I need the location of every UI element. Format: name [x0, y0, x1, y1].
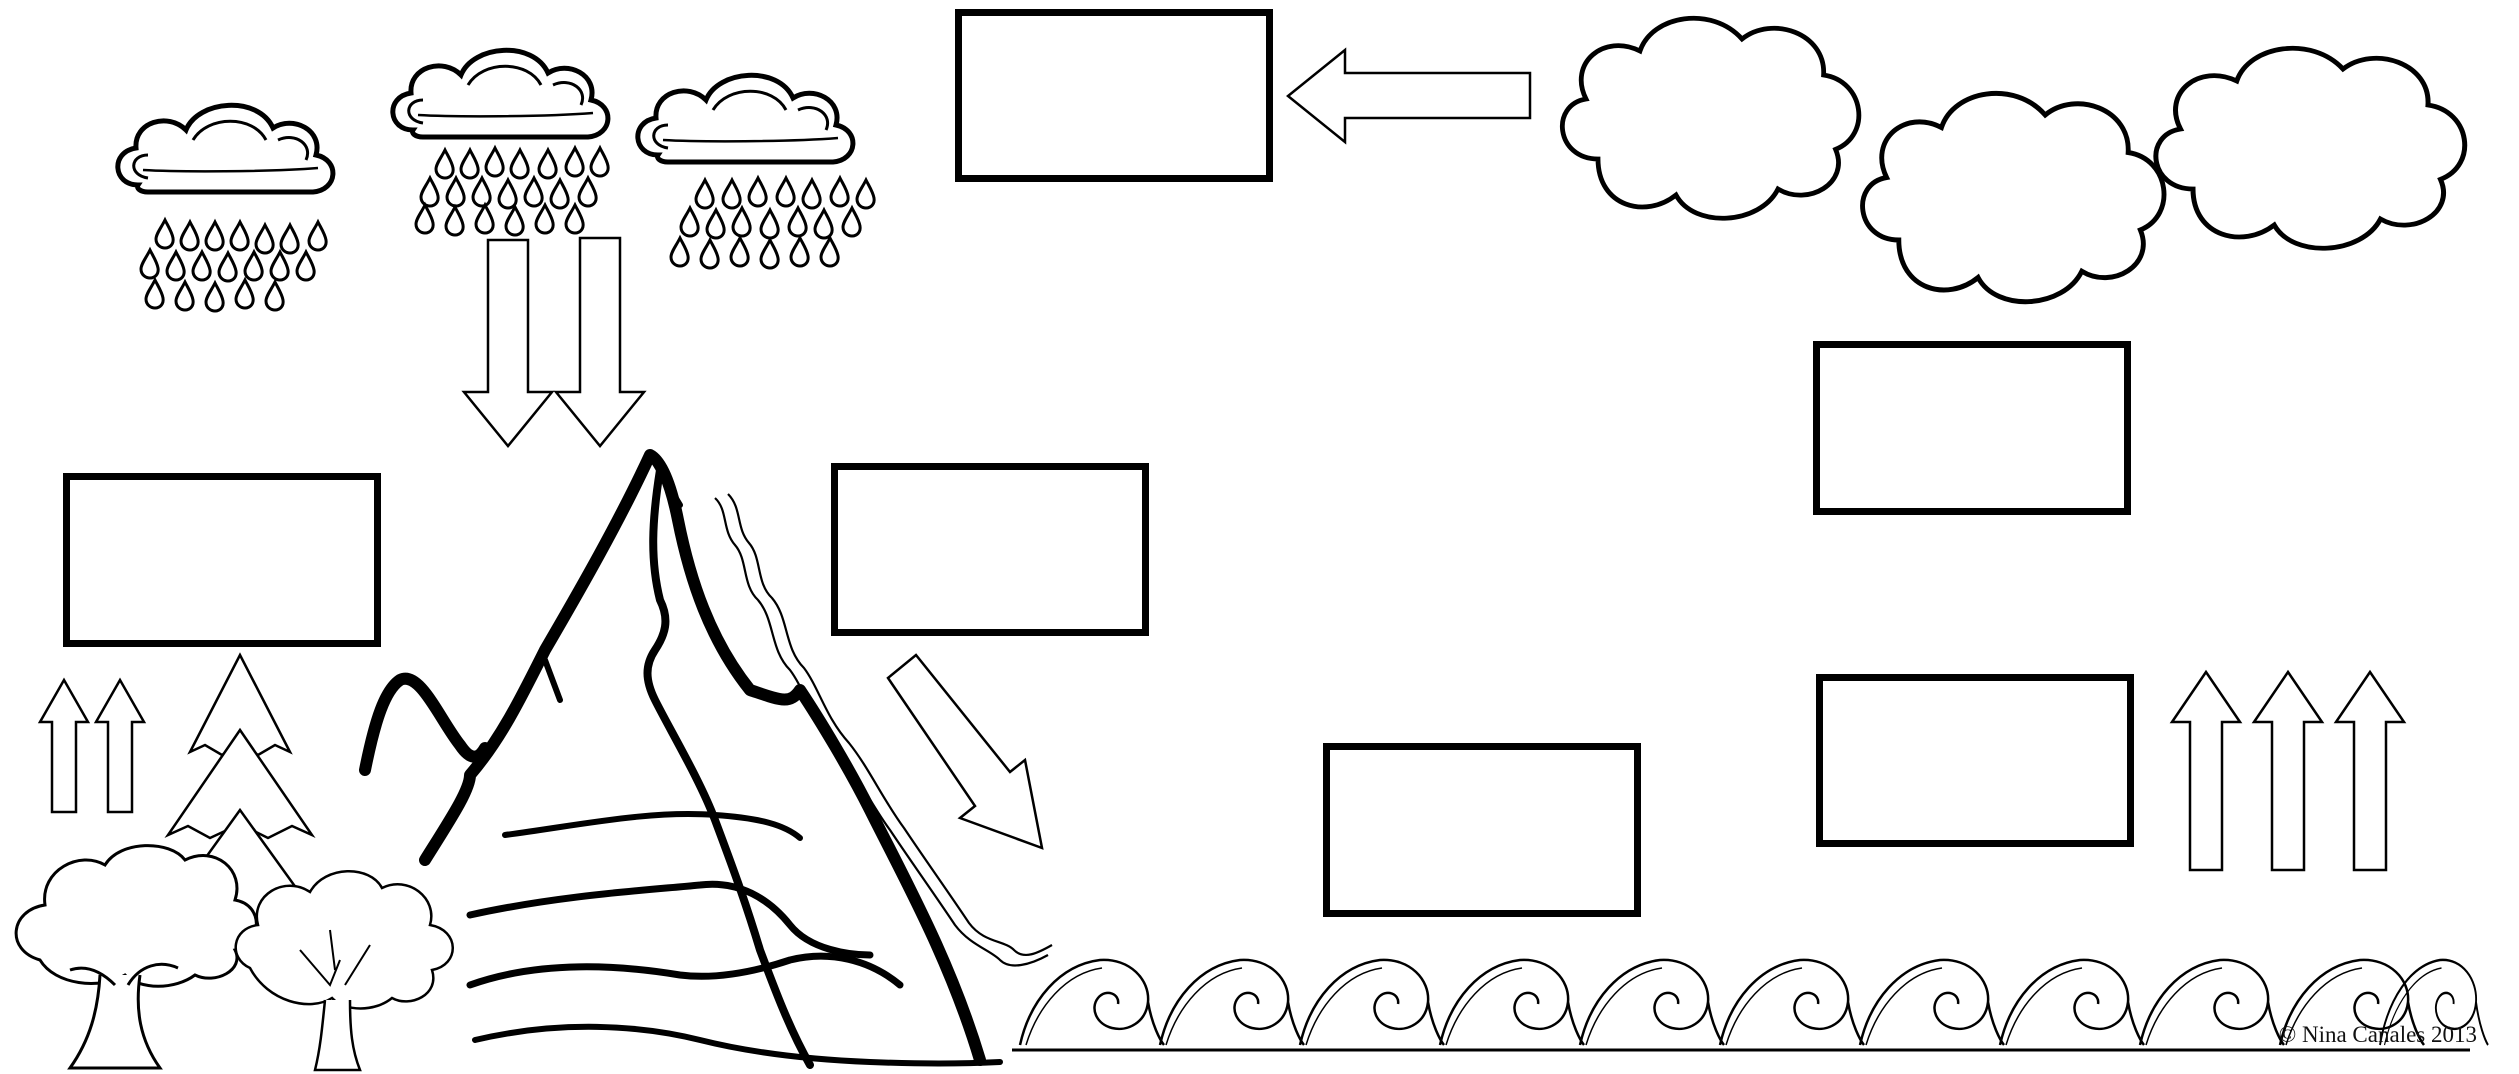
- condensation-arrow: [1288, 50, 1530, 142]
- precipitation-arrows: [464, 238, 644, 446]
- cloud-1: [1562, 18, 1858, 218]
- leafy-tree: [236, 871, 453, 1070]
- evaporation-arrows: [2172, 672, 2404, 870]
- cloud-3: [2156, 48, 2465, 248]
- rain-drops-1: [141, 220, 326, 311]
- label-box-transpiration[interactable]: [63, 473, 381, 647]
- label-box-condensation[interactable]: [955, 9, 1273, 182]
- oak-tree: [16, 846, 256, 1068]
- rain-drops-3: [671, 178, 874, 268]
- ocean-waves: [1012, 960, 2488, 1050]
- label-box-evaporation-upper[interactable]: [1813, 341, 2131, 515]
- rain-cloud-2: [393, 50, 608, 137]
- label-box-collection[interactable]: [1323, 743, 1641, 917]
- copyright-notice: © Nina Canales 2013: [2279, 1022, 2477, 1048]
- runoff-arrow: [888, 655, 1042, 848]
- cloud-2: [1863, 93, 2164, 301]
- transpiration-arrows: [40, 680, 144, 812]
- rain-drops-2: [416, 148, 608, 235]
- rain-cloud-1: [118, 105, 333, 192]
- label-box-evaporation-lower[interactable]: [1816, 674, 2134, 847]
- label-box-runoff[interactable]: [831, 463, 1149, 636]
- rain-cloud-3: [638, 75, 853, 162]
